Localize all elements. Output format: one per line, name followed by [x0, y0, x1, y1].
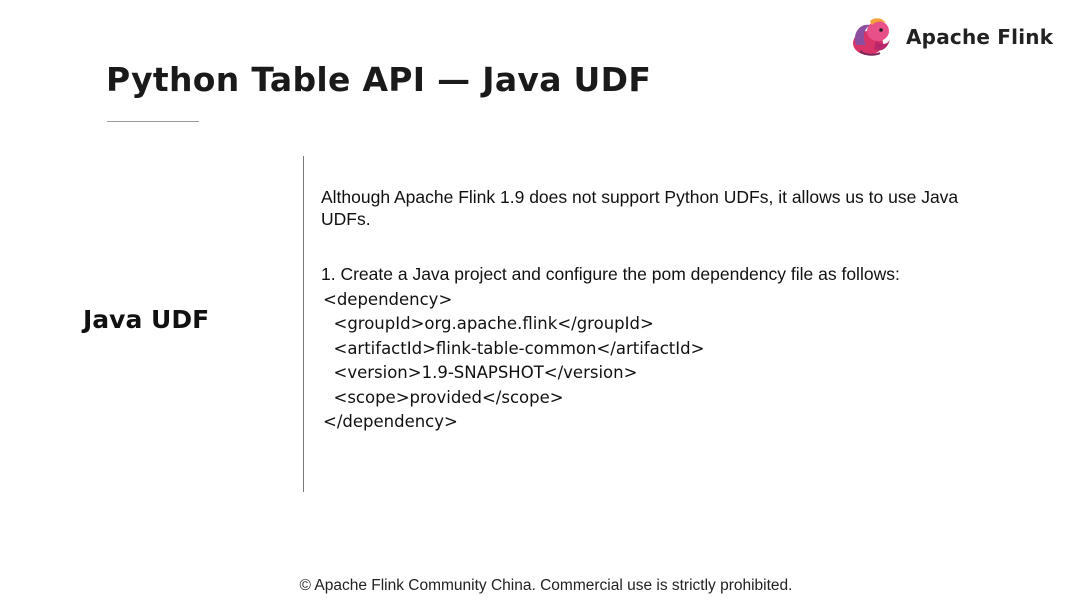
pom-dependency-code: <dependency> <groupId>org.apache.flink</… [323, 288, 704, 434]
section-label: Java UDF [83, 305, 210, 334]
step-1-text: 1. Create a Java project and configure t… [321, 264, 900, 284]
code-line: <scope>provided</scope> [323, 387, 564, 407]
squirrel-logo-icon [853, 18, 890, 56]
intro-paragraph: Although Apache Flink 1.9 does not suppo… [321, 187, 959, 229]
slide-title: Python Table API — Java UDF [106, 60, 652, 99]
code-line: <artifactId>flink-table-common</artifact… [323, 338, 705, 358]
logo-text: Apache Flink [906, 25, 1054, 49]
apache-flink-logo: Apache Flink [850, 14, 1053, 60]
title-underline [107, 121, 199, 122]
code-line: <dependency> [323, 290, 453, 309]
vertical-divider [303, 156, 304, 492]
copyright-footer: © Apache Flink Community China. Commerci… [299, 577, 793, 594]
code-line: </dependency> [323, 411, 458, 431]
code-line: <version>1.9-SNAPSHOT</version> [323, 363, 638, 383]
code-line: <groupId>org.apache.flink</groupId> [323, 314, 654, 334]
